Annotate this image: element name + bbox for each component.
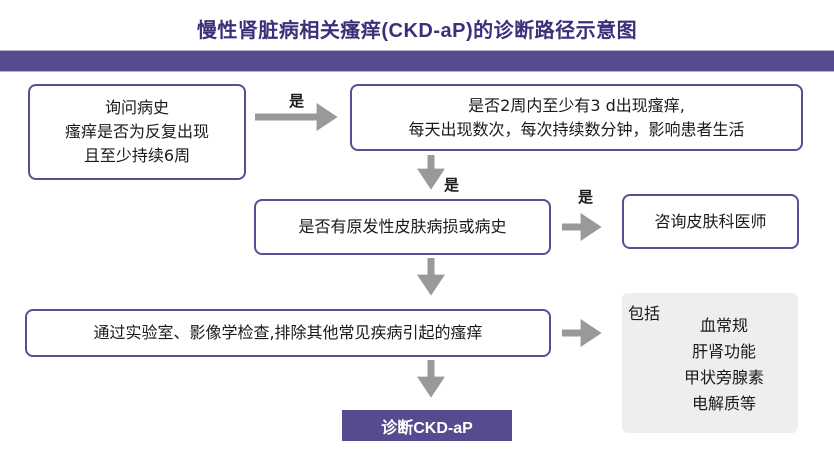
tests-note: 包括 血常规 肝肾功能 甲状旁腺素 电解质等 bbox=[622, 293, 798, 433]
node-frequency: 是否2周内至少有3 d出现瘙痒, 每天出现数次，每次持续数分钟，影响患者生活 bbox=[350, 84, 803, 151]
node-text: 询问病史 bbox=[104, 98, 169, 117]
note-heading: 包括 bbox=[628, 304, 661, 323]
note-item: 电解质等 bbox=[691, 394, 756, 413]
node-derm: 咨询皮肤科医师 bbox=[622, 194, 799, 249]
node-text: 瘙痒是否为反复出现 bbox=[64, 122, 209, 141]
node-text: 咨询皮肤科医师 bbox=[654, 211, 767, 231]
node-text: 且至少持续6周 bbox=[83, 146, 191, 165]
node-skin: 是否有原发性皮肤病损或病史 bbox=[254, 199, 551, 255]
node-text: 是否2周内至少有3 d出现瘙痒, bbox=[468, 95, 685, 115]
node-text: 通过实验室、影像学检查,排除其他常见疾病引起的瘙痒 bbox=[93, 323, 483, 342]
node-exclude: 通过实验室、影像学检查,排除其他常见疾病引起的瘙痒 bbox=[25, 309, 551, 357]
node-history: 询问病史 瘙痒是否为反复出现 且至少持续6周 bbox=[28, 84, 246, 180]
header-band bbox=[0, 50, 834, 72]
note-item: 血常规 bbox=[699, 316, 748, 335]
node-diagnosis: 诊断CKD-aP bbox=[342, 410, 512, 441]
edge-label-yes: 是 bbox=[289, 92, 305, 110]
note-item: 肝肾功能 bbox=[691, 342, 756, 361]
node-text: 每天出现数次，每次持续数分钟，影响患者生活 bbox=[408, 119, 745, 139]
diagram-title: 慢性肾脏病相关瘙痒(CKD-aP)的诊断路径示意图 bbox=[196, 20, 638, 42]
edge-label-yes: 是 bbox=[444, 176, 460, 194]
note-item: 甲状旁腺素 bbox=[683, 368, 764, 387]
edge-label-yes: 是 bbox=[578, 188, 594, 206]
node-text: 是否有原发性皮肤病损或病史 bbox=[298, 217, 507, 236]
